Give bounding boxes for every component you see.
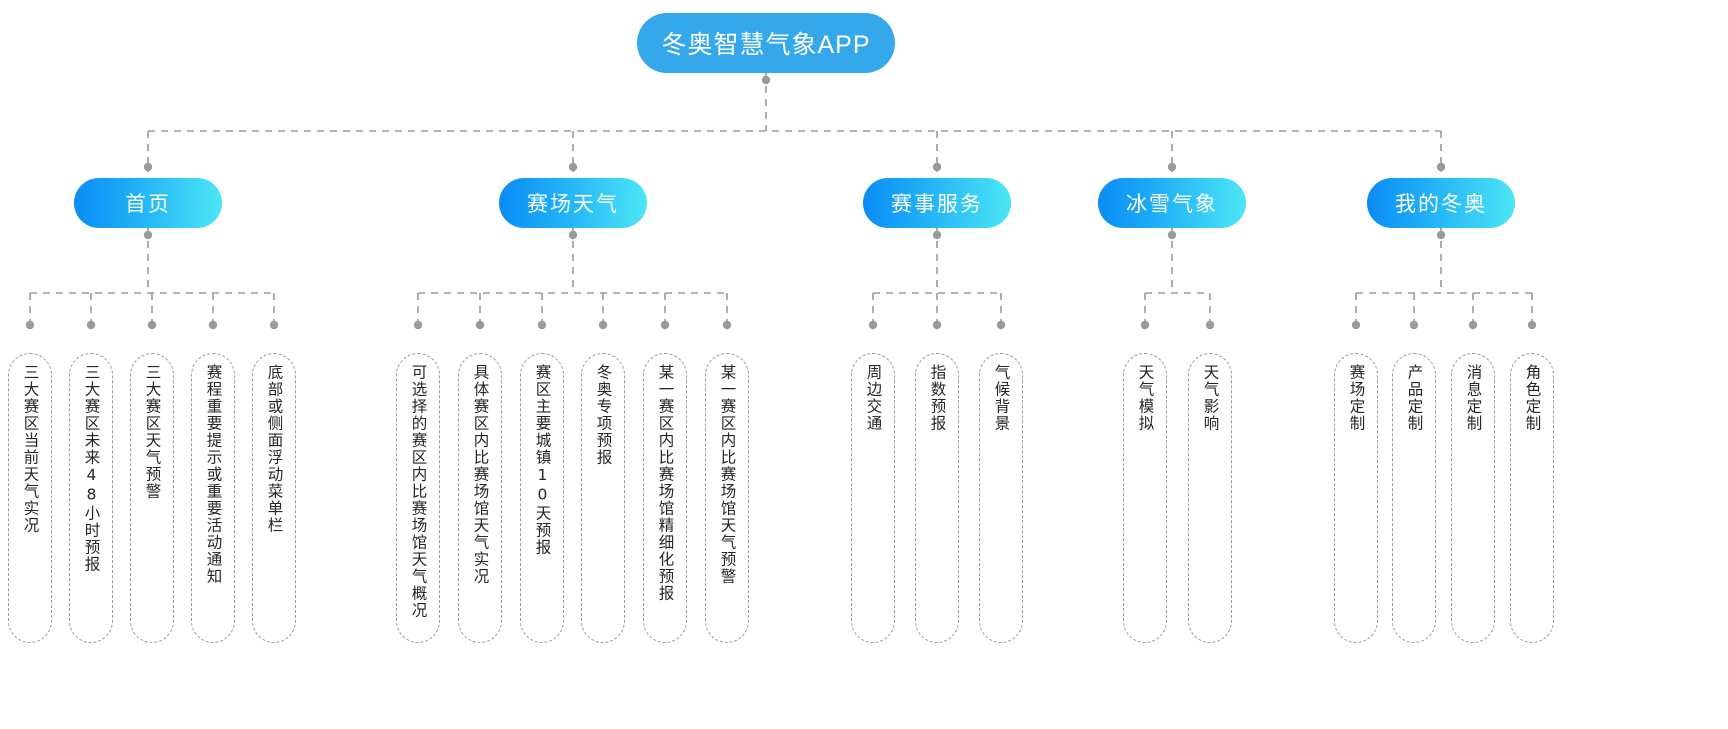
leaf-node-label: 角色定制 [1523,364,1542,432]
leaf-node[interactable]: 三大赛区当前天气实况 [8,353,52,643]
leaf-node-label: 可选择的赛区内比赛场馆天气概况 [409,364,428,619]
branch-node-label: 我的冬奥 [1395,193,1487,216]
branch-node-2[interactable]: 赛场天气 [499,178,647,228]
leaf-node[interactable]: 赛程重要提示或重要活动通知 [191,353,235,643]
leaf-node-label: 底部或侧面浮动菜单栏 [265,364,284,534]
leaf-node[interactable]: 气候背景 [979,353,1023,643]
leaf-node-label: 天气模拟 [1136,364,1155,432]
leaf-node[interactable]: 具体赛区内比赛场馆天气实况 [458,353,502,643]
branch-node-3[interactable]: 赛事服务 [863,178,1011,228]
leaf-node-label: 赛程重要提示或重要活动通知 [204,364,223,585]
leaf-node-label: 三大赛区当前天气实况 [21,364,40,534]
leaf-node[interactable]: 三大赛区未来48小时预报 [69,353,113,643]
leaf-node[interactable]: 赛区主要城镇10天预报 [520,353,564,643]
branch-node-4[interactable]: 冰雪气象 [1098,178,1246,228]
leaf-node[interactable]: 天气模拟 [1123,353,1167,643]
leaf-node[interactable]: 赛场定制 [1334,353,1378,643]
leaf-node-label: 产品定制 [1405,364,1424,432]
branch-node-5[interactable]: 我的冬奥 [1367,178,1515,228]
leaf-node[interactable]: 天气影响 [1188,353,1232,643]
leaf-node[interactable]: 产品定制 [1392,353,1436,643]
leaf-node[interactable]: 底部或侧面浮动菜单栏 [252,353,296,643]
leaf-node[interactable]: 周边交通 [851,353,895,643]
leaf-node-label: 三大赛区天气预警 [143,364,162,500]
leaf-node[interactable]: 消息定制 [1451,353,1495,643]
leaf-node-label: 赛场定制 [1347,364,1366,432]
leaf-node-label: 冬奥专项预报 [594,364,613,466]
leaf-node-label: 指数预报 [928,364,947,432]
leaf-node-label: 三大赛区未来48小时预报 [82,364,101,573]
root-node-app-title[interactable]: 冬奥智慧气象APP [637,13,895,73]
leaf-node[interactable]: 某一赛区内比赛场馆天气预警 [705,353,749,643]
leaf-node-label: 某一赛区内比赛场馆天气预警 [718,364,737,585]
branch-node-label: 赛场天气 [527,193,619,216]
leaf-node-label: 具体赛区内比赛场馆天气实况 [471,364,490,585]
branch-node-label: 首页 [125,193,171,216]
leaf-node[interactable]: 三大赛区天气预警 [130,353,174,643]
leaf-node-label: 周边交通 [864,364,883,432]
branch-node-label: 赛事服务 [891,193,983,216]
leaf-node[interactable]: 角色定制 [1510,353,1554,643]
leaf-node[interactable]: 可选择的赛区内比赛场馆天气概况 [396,353,440,643]
leaf-node-label: 赛区主要城镇10天预报 [533,364,552,556]
leaf-node-label: 气候背景 [992,364,1011,432]
leaf-node[interactable]: 冬奥专项预报 [581,353,625,643]
leaf-node-label: 消息定制 [1464,364,1483,432]
branch-node-label: 冰雪气象 [1126,193,1218,216]
leaf-node[interactable]: 某一赛区内比赛场馆精细化预报 [643,353,687,643]
leaf-node-label: 天气影响 [1201,364,1220,432]
leaf-node-label: 某一赛区内比赛场馆精细化预报 [656,364,675,602]
branch-node-1[interactable]: 首页 [74,178,222,228]
leaf-node[interactable]: 指数预报 [915,353,959,643]
